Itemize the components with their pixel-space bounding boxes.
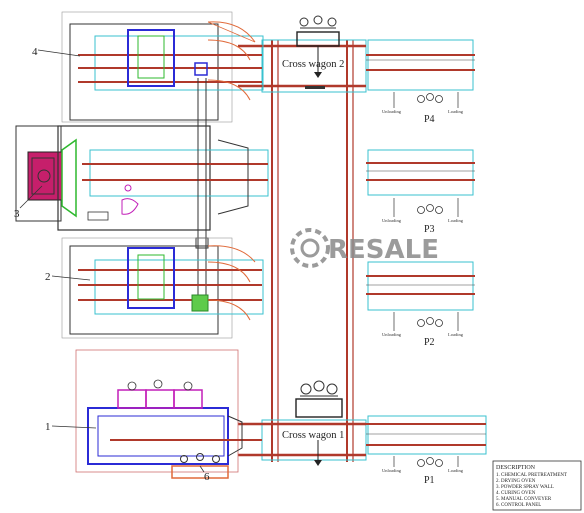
- control-panel-6: [171, 453, 229, 479]
- loading-label: Loading: [448, 109, 464, 114]
- manual-conveyor-loop: [271, 40, 354, 462]
- station-label-4: 4: [32, 46, 38, 58]
- drying-oven-2: [61, 237, 264, 339]
- legend-item: 4. CURING OVEN: [496, 491, 536, 496]
- station-label-2: 2: [45, 271, 51, 283]
- curing-oven-4: [61, 11, 264, 123]
- position-p4-area: [366, 39, 475, 91]
- bottom-wagon-icon: [300, 380, 338, 397]
- pretreatment-1: [75, 349, 262, 473]
- description-legend: DESCRIPTION 1. CHEMICAL PRETREATMENT 2. …: [492, 460, 582, 511]
- loading-label: Loading: [448, 218, 464, 223]
- vertical-connector: [195, 78, 209, 296]
- watermark-text: RESALE: [328, 235, 439, 265]
- legend-item: 5. MANUAL CONVEYER: [496, 497, 552, 502]
- cross-wagon-1-label: Cross wagon 1: [282, 430, 344, 441]
- legend-item: 1. CHEMICAL PRETREATMENT: [496, 473, 567, 478]
- unloading-label: Unloading: [382, 468, 402, 473]
- station-callouts: [19, 49, 205, 473]
- bottom-transfer-beam: [238, 380, 367, 466]
- top-wagon-icon: [299, 15, 337, 29]
- position-label-p3: P3: [424, 224, 435, 235]
- unloading-label: Unloading: [382, 218, 402, 223]
- position-label-p4: P4: [424, 114, 435, 125]
- position-label-p1: P1: [424, 475, 435, 486]
- loading-label: Loading: [448, 332, 464, 337]
- pretreatment-pumps: [127, 379, 193, 391]
- station-label-3: 3: [14, 208, 20, 220]
- powder-booth-3: [15, 125, 269, 231]
- loading-label: Loading: [448, 468, 464, 473]
- legend-item: 6. CONTROL PANEL: [496, 503, 541, 508]
- legend-item: 3. POWDER SPRAY WALL: [496, 485, 554, 490]
- legend-item: 2. DRYING OVEN: [496, 479, 536, 484]
- resale-watermark: RESALE: [290, 228, 439, 268]
- position-p2-area: [366, 261, 475, 311]
- loading-arrows: [393, 92, 459, 467]
- legend-title: DESCRIPTION: [496, 465, 536, 471]
- station-label-1: 1: [45, 421, 51, 433]
- top-transfer-beam: [238, 15, 367, 93]
- position-p1-area: [366, 415, 487, 455]
- position-p3-area: [366, 149, 475, 196]
- cross-wagon-2-label: Cross wagon 2: [282, 59, 344, 70]
- worker-icons: [417, 93, 443, 467]
- position-label-p2: P2: [424, 337, 435, 348]
- station-label-6: 6: [204, 471, 210, 483]
- unloading-label: Unloading: [382, 332, 402, 337]
- unloading-label: Unloading: [382, 109, 402, 114]
